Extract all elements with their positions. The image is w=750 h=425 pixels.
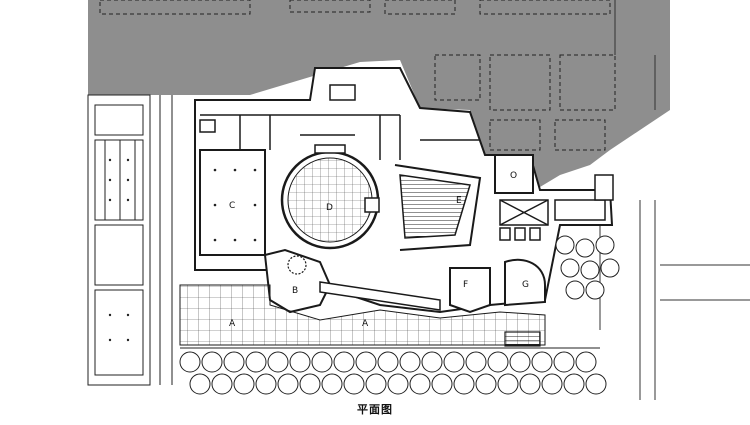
auditorium-wall xyxy=(394,164,482,251)
tree-row xyxy=(179,351,607,395)
tree-cluster-right xyxy=(555,235,620,300)
context-blocks xyxy=(99,0,616,151)
rotunda-grid xyxy=(287,157,373,243)
label-o: O xyxy=(510,171,517,181)
floor-plan: A A B C D E F G O xyxy=(87,0,750,400)
historic-building-dots xyxy=(108,158,130,342)
label-g: G xyxy=(522,280,529,290)
room-c-columns xyxy=(213,168,257,242)
label-a-left: A xyxy=(229,319,236,329)
interior-walls xyxy=(199,84,480,160)
rotunda-entry-right xyxy=(364,197,380,213)
label-b: B xyxy=(292,286,298,296)
entry-stair xyxy=(504,331,541,347)
spiral-stair xyxy=(287,255,307,275)
room-f xyxy=(449,267,491,314)
label-e: E xyxy=(456,196,462,206)
service-block xyxy=(499,174,614,241)
urban-context xyxy=(88,0,670,190)
label-f: F xyxy=(463,280,468,290)
room-b xyxy=(263,248,332,314)
room-o xyxy=(494,154,534,194)
plan-caption: 平面图 xyxy=(357,403,393,416)
rotunda-entry-top xyxy=(314,144,346,154)
historic-building xyxy=(87,94,173,386)
label-a-right: A xyxy=(362,319,369,329)
diagonal-bridge xyxy=(319,281,441,311)
label-c: C xyxy=(229,201,235,211)
room-g xyxy=(504,258,546,307)
room-c xyxy=(199,149,266,256)
plaza-paving xyxy=(179,284,546,346)
label-d: D xyxy=(326,203,333,213)
auditorium-seating xyxy=(399,174,471,239)
